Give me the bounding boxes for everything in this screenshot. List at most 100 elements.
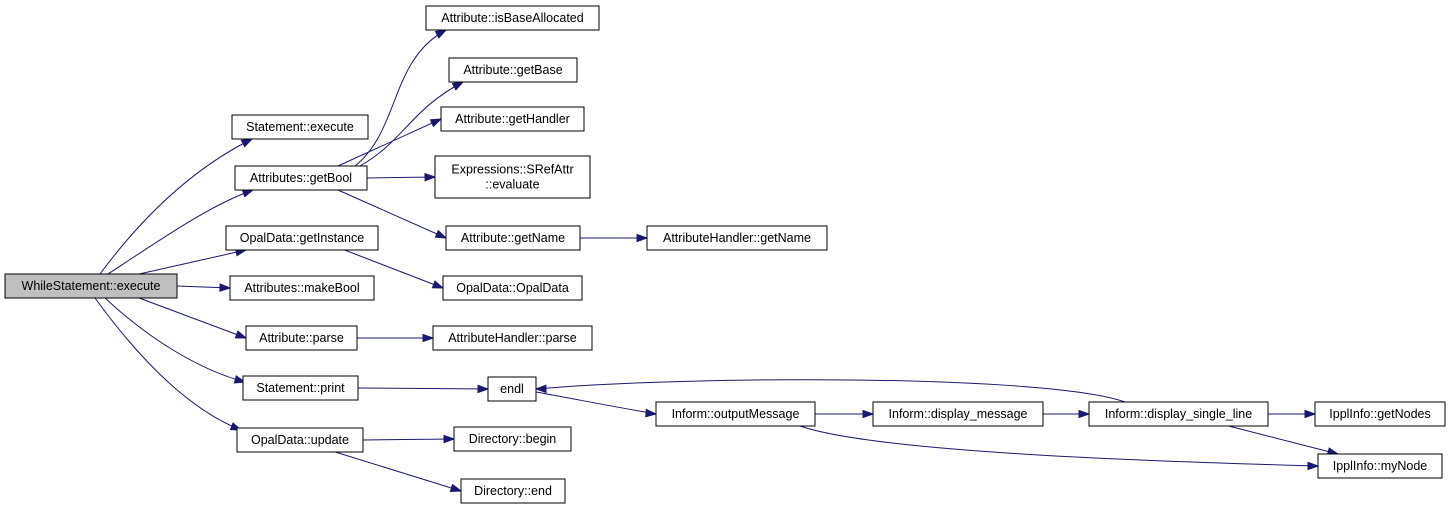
node-box: [460, 478, 566, 504]
node-stmt_print[interactable]: Statement::print: [242, 375, 359, 401]
edge-opal_update-to-dir_begin: [362, 434, 456, 444]
edge-line: [799, 425, 1319, 467]
edge-opal_update-to-dir_end: [335, 451, 463, 493]
node-label: AttributeHandler::parse: [448, 331, 577, 345]
node-opal_update[interactable]: OpalData::update: [236, 427, 364, 453]
node-box: [225, 225, 379, 251]
node-opal_getInstance[interactable]: OpalData::getInstance: [225, 225, 379, 251]
edge-inform_outputMessage-to-inform_display_message: [815, 409, 875, 419]
node-label: Attribute::isBaseAllocated: [441, 11, 583, 25]
edge-arrowhead: [477, 384, 490, 394]
edge-arrowhead: [233, 375, 247, 384]
edge-arrowhead: [434, 229, 448, 239]
edge-attrs_getBool-to-attr_isBaseAllocated: [354, 29, 448, 167]
edge-root-to-opal_getInstance: [139, 248, 248, 275]
node-label: Attributes::getBool: [250, 171, 352, 185]
node-box: [445, 225, 581, 251]
edge-inform_display_single_line-to-ippl_getNodes: [1268, 409, 1317, 419]
node-box: [234, 165, 368, 191]
edge-line: [107, 189, 254, 275]
node-label: WhileStatement::execute: [22, 279, 161, 293]
node-layer: WhileStatement::execute Statement::execut…: [4, 5, 1446, 504]
node-box: [453, 426, 572, 452]
node-label: Inform::display_single_line: [1105, 407, 1252, 421]
edge-arrowhead: [1078, 409, 1091, 419]
edge-arrowhead: [422, 333, 435, 343]
node-box: [1314, 401, 1446, 427]
edge-arrowhead: [431, 280, 445, 289]
node-label: Directory::begin: [469, 432, 557, 446]
node-label: IpplInfo::getNodes: [1329, 407, 1430, 421]
edge-arrowhead: [1307, 461, 1320, 471]
edge-arrowhead: [234, 330, 248, 339]
edge-line: [354, 29, 447, 167]
node-attrs_makeBool[interactable]: Attributes::makeBool: [229, 275, 375, 301]
node-attr_getName[interactable]: Attribute::getName: [445, 225, 581, 251]
node-box: [487, 376, 537, 402]
edge-line: [337, 118, 442, 167]
node-box: [646, 225, 828, 251]
node-ah_parse[interactable]: AttributeHandler::parse: [432, 325, 593, 351]
node-inform_display_message[interactable]: Inform::display_message: [872, 401, 1044, 427]
node-attr_isBaseAllocated[interactable]: Attribute::isBaseAllocated: [425, 5, 600, 31]
node-label: Attribute::getName: [461, 231, 565, 245]
node-box: [432, 325, 593, 351]
node-box: [4, 273, 178, 299]
node-label: Statement::execute: [246, 120, 354, 134]
edge-attr_parse-to-ah_parse: [357, 333, 435, 343]
edge-line: [362, 438, 455, 441]
edge-layer: [94, 29, 1340, 493]
edge-arrowhead: [636, 233, 649, 243]
node-ah_getName[interactable]: AttributeHandler::getName: [646, 225, 828, 251]
node-box: [236, 427, 364, 453]
edge-arrowhead: [449, 483, 463, 493]
node-box: [231, 114, 369, 140]
node-box: [1088, 401, 1269, 427]
edge-inform_outputMessage-to-ippl_myNode: [799, 425, 1320, 471]
edge-attrs_getBool-to-attr_getBase: [359, 81, 465, 167]
node-box: [425, 5, 600, 31]
node-ippl_myNode[interactable]: IpplInfo::myNode: [1317, 453, 1443, 479]
edge-inform_display_single_line-to-endl: [534, 379, 1126, 403]
edge-arrowhead: [429, 118, 443, 128]
node-label: Directory::end: [474, 484, 552, 498]
node-label: OpalData::update: [251, 433, 349, 447]
edge-stmt_print-to-endl: [357, 384, 490, 394]
edge-root-to-stmt_execute: [99, 138, 254, 275]
node-label: Statement::print: [256, 381, 345, 395]
node-box: [872, 401, 1044, 427]
node-inform_display_single_line[interactable]: Inform::display_single_line: [1088, 401, 1269, 427]
node-expr_srefattr[interactable]: Expressions::SRefAttr::evaluate: [434, 155, 591, 199]
node-dir_end[interactable]: Directory::end: [460, 478, 566, 504]
edge-line: [1228, 425, 1339, 455]
node-inform_outputMessage[interactable]: Inform::outputMessage: [655, 401, 816, 427]
edge-root-to-attr_parse: [138, 297, 248, 339]
edge-arrowhead: [451, 81, 465, 91]
node-attrs_getBool[interactable]: Attributes::getBool: [234, 165, 368, 191]
edge-line: [138, 297, 247, 339]
node-attr_getBase[interactable]: Attribute::getBase: [448, 57, 578, 83]
edge-arrowhead: [219, 283, 232, 292]
node-box: [229, 275, 375, 301]
edge-line: [535, 391, 657, 415]
node-endl[interactable]: endl: [487, 376, 537, 402]
node-attr_getHandler[interactable]: Attribute::getHandler: [440, 106, 585, 132]
node-root[interactable]: WhileStatement::execute: [4, 273, 178, 299]
edge-line: [94, 297, 242, 431]
node-ippl_getNodes[interactable]: IpplInfo::getNodes: [1314, 401, 1446, 427]
edge-line: [104, 297, 246, 383]
edge-line: [99, 138, 253, 275]
node-box: [440, 106, 585, 132]
edge-arrowhead: [443, 434, 456, 444]
edge-line: [359, 81, 464, 167]
edge-arrowhead: [240, 138, 254, 148]
node-stmt_execute[interactable]: Statement::execute: [231, 114, 369, 140]
edge-inform_display_single_line-to-ippl_myNode: [1228, 425, 1340, 456]
node-opal_ctor[interactable]: OpalData::OpalData: [442, 275, 583, 301]
node-dir_begin[interactable]: Directory::begin: [453, 426, 572, 452]
node-label: Attribute::getBase: [463, 63, 562, 77]
node-attr_parse[interactable]: Attribute::parse: [245, 325, 358, 351]
node-box: [245, 325, 358, 351]
edge-arrowhead: [645, 408, 658, 418]
